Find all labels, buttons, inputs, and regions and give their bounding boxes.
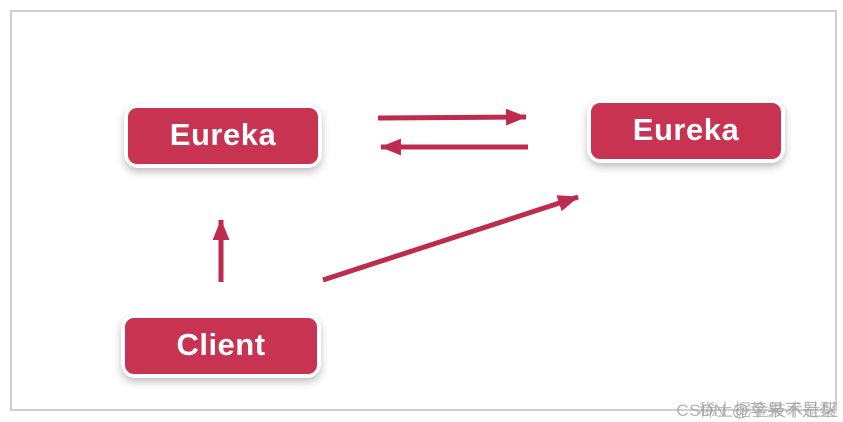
node-eureka-left-label: Eureka bbox=[169, 117, 277, 152]
node-eureka-left: Eureka bbox=[124, 104, 322, 168]
node-eureka-right-label: Eureka bbox=[632, 112, 740, 147]
arrow-client-to-eureka-right bbox=[322, 194, 579, 283]
node-client-label: Client bbox=[176, 327, 266, 362]
node-eureka-right-body: Eureka bbox=[591, 103, 781, 159]
node-client: Client bbox=[121, 314, 321, 378]
node-client-body: Client bbox=[125, 318, 317, 374]
arrow-eureka-left-to-right bbox=[377, 108, 528, 126]
node-eureka-left-body: Eureka bbox=[128, 108, 318, 164]
node-eureka-right: Eureka bbox=[587, 99, 785, 163]
